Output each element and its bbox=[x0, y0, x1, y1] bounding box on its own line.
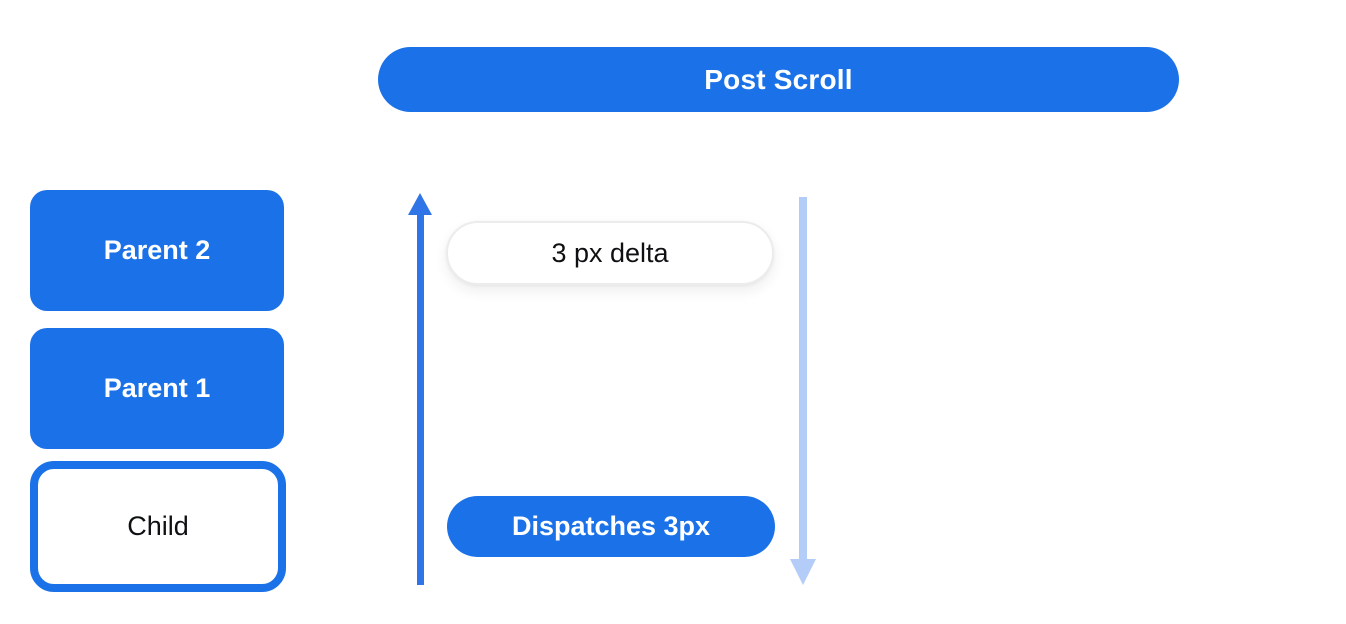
down-arrow-shaft bbox=[799, 197, 807, 561]
up-arrowhead-icon bbox=[408, 193, 432, 215]
delta-label: 3 px delta bbox=[551, 237, 669, 268]
parent1-label: Parent 1 bbox=[103, 373, 211, 403]
parent2-box: Parent 2 bbox=[30, 190, 284, 311]
parent2-label: Parent 2 bbox=[103, 235, 211, 265]
delta-pill: 3 px delta bbox=[446, 221, 774, 285]
down-arrowhead-icon bbox=[790, 559, 816, 585]
up-arrow-shaft bbox=[417, 212, 424, 585]
post-scroll-label: Post Scroll bbox=[704, 63, 853, 95]
child-label: Child bbox=[127, 511, 189, 541]
child-box: Child bbox=[30, 461, 286, 592]
parent1-box: Parent 1 bbox=[30, 328, 284, 449]
post-scroll-pill: Post Scroll bbox=[378, 47, 1179, 112]
dispatches-label: Dispatches 3px bbox=[511, 511, 711, 541]
dispatches-pill: Dispatches 3px bbox=[447, 496, 775, 557]
